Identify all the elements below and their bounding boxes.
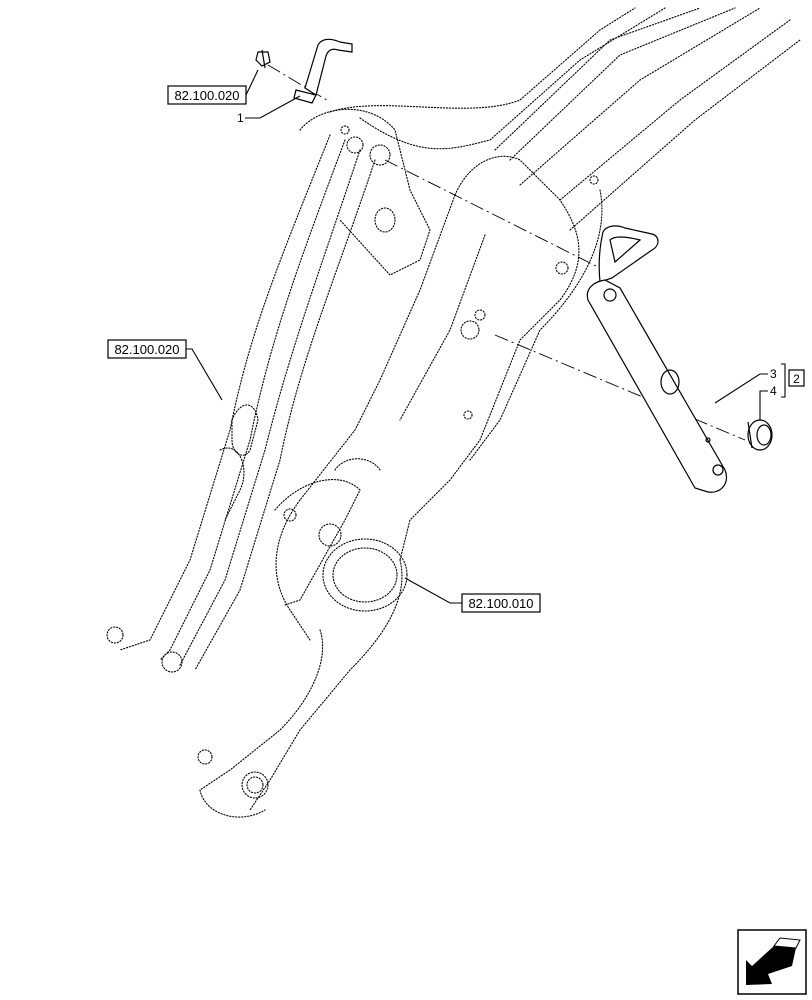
reference-label-left-text: 82.100.020	[114, 342, 179, 357]
reference-label-left[interactable]: 82.100.020	[107, 339, 187, 359]
reference-label-bottom[interactable]: 82.100.010	[461, 593, 541, 613]
callout-1-leader	[245, 95, 301, 119]
callout-4: 4	[770, 384, 777, 398]
reference-leader-left	[186, 348, 223, 401]
group-bracket	[781, 363, 786, 398]
bottom-pivot-pins	[197, 749, 269, 799]
reference-leader-top	[245, 69, 259, 96]
callout-3-leader	[714, 373, 768, 404]
reference-label-bottom-text: 82.100.010	[468, 596, 533, 611]
callout-3: 3	[770, 367, 777, 381]
loader-arm	[199, 7, 801, 818]
callout-1: 1	[237, 111, 244, 125]
callout-4-leader	[759, 390, 768, 420]
group-label-2[interactable]: 2	[788, 369, 805, 387]
reference-label-top[interactable]: 82.100.020	[167, 85, 247, 105]
reference-leader-bottom	[404, 577, 462, 604]
reference-label-top-text: 82.100.020	[174, 88, 239, 103]
assembly-axes	[267, 64, 746, 441]
link-arm	[106, 125, 391, 673]
bracket-part-1	[255, 38, 353, 104]
bushing-part-4	[747, 419, 773, 451]
bar-bracket-part-3	[586, 225, 728, 493]
group-label-2-text: 2	[793, 372, 800, 386]
previous-page-arrow-icon[interactable]	[737, 929, 807, 995]
